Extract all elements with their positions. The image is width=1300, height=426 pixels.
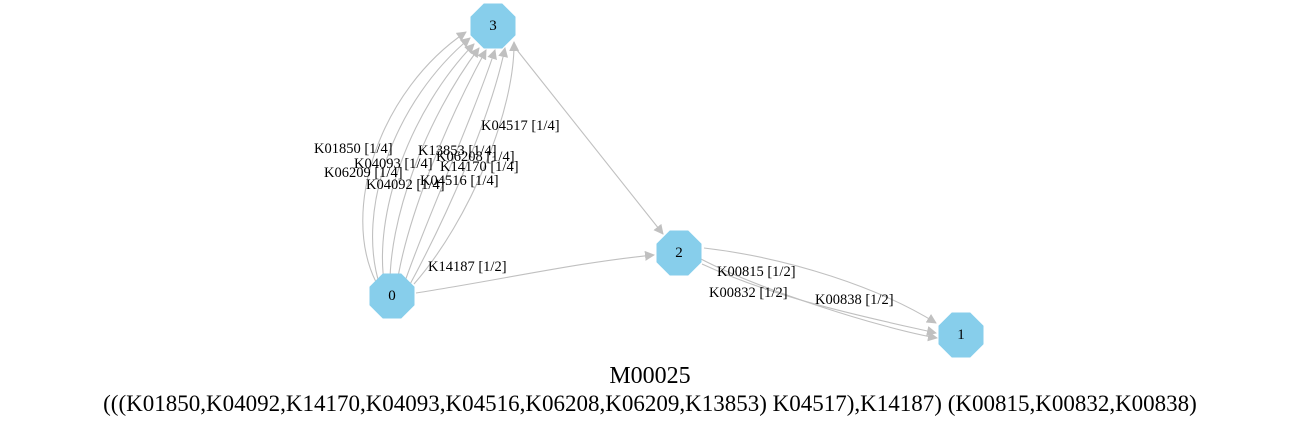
node-1[interactable]: 1 [938,312,984,358]
edge-0-3-a [362,31,467,283]
edge-label-K00838: K00838 [1/2] [815,292,894,308]
edge-label-K06209: K06209 [1/4] [324,165,403,181]
edge-label-K04092: K04092 [1/4] [366,177,445,193]
edge-0-3-d [389,47,480,291]
node-label: 1 [957,327,965,343]
edge-label-K13853: K13853 [1/4] [418,143,497,159]
edge-label-K04093: K04093 [1/4] [354,156,433,172]
module-definition: (((K01850,K04092,K14170,K04093,K04516,K0… [103,391,1197,416]
edge-0-3-h [413,41,520,285]
module-id: M00025 [609,363,690,389]
edge-label-K06208: K06208 [1/4] [436,149,515,165]
edge-3-2 [512,44,664,235]
edge-0-3-e [395,49,487,291]
node-3[interactable]: 3 [470,3,516,49]
edge-0-3-c [381,43,475,289]
edge-label-K01850: K01850 [1/4] [314,141,393,157]
node-0[interactable]: 0 [369,273,415,319]
edge-label-K00832: K00832 [1/2] [709,285,788,301]
edge-0-3-b [372,37,471,287]
edge-0-3-f [401,49,497,291]
node-2[interactable]: 2 [656,230,702,276]
edge-label-K00815: K00815 [1/2] [717,264,796,280]
node-label: 3 [489,18,497,34]
node-label: 0 [388,288,396,304]
edge-label-K14170: K14170 [1/4] [440,159,519,175]
edge-label-K04516: K04516 [1/4] [420,173,499,189]
edge-2-1-b [701,263,937,336]
edge-label-K04517: K04517 [1/4] [481,118,560,134]
edge-label-K14187: K14187 [1/2] [428,259,507,275]
node-label: 2 [675,245,683,261]
edge-2-1-c [698,257,938,342]
edge-2-1-a [703,247,937,324]
edge-0-2 [415,250,655,294]
edge-0-3-g [407,47,509,289]
